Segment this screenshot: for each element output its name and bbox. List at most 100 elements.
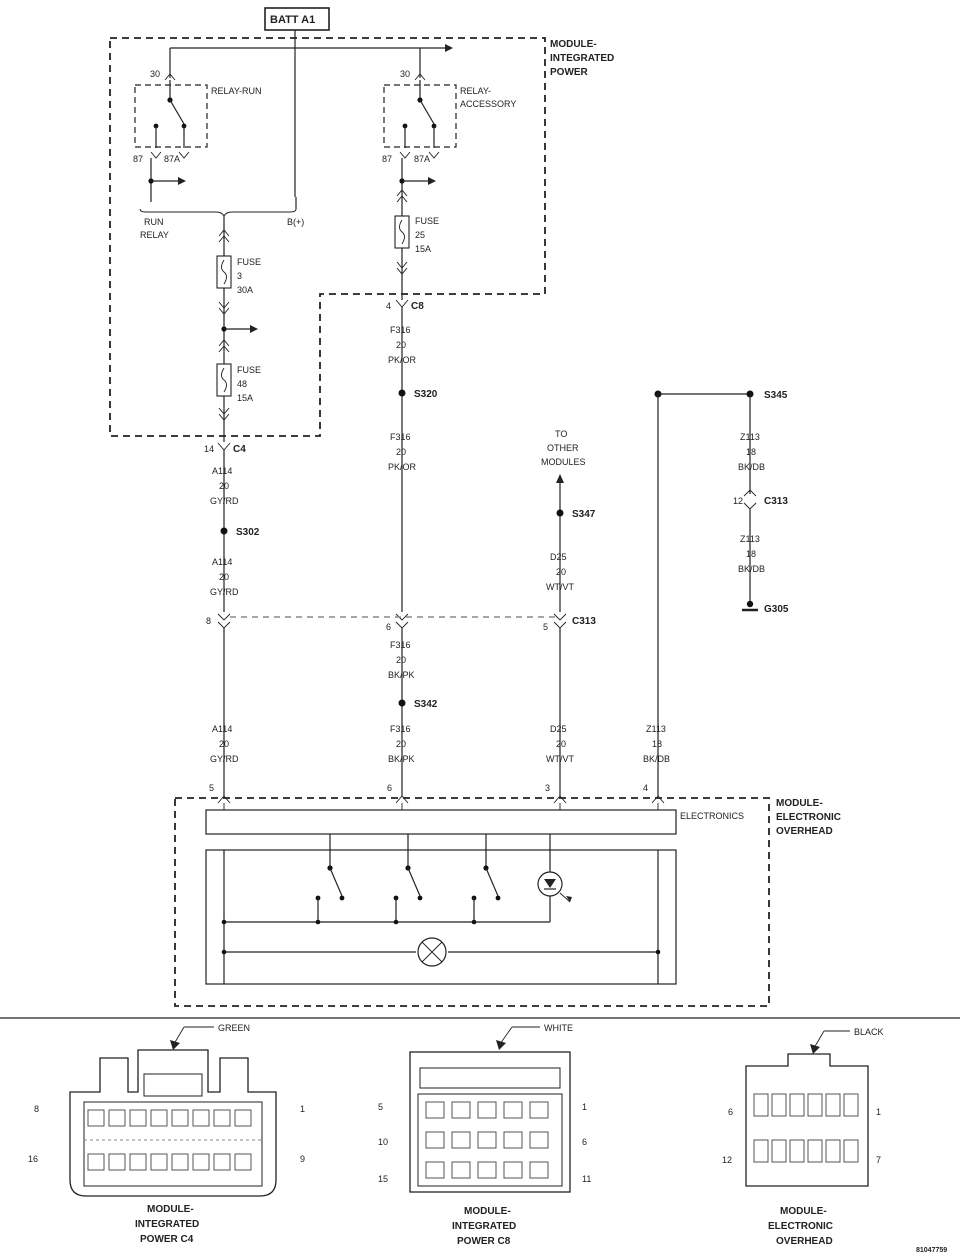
f316-lower-l3: BK/PK (388, 670, 415, 680)
connector-view-c4: GREEN 8 16 1 9 MODULE- INTEGRATED POWER … (28, 1023, 305, 1245)
c4-caption-3: POWER C4 (140, 1234, 194, 1245)
c4-pin-left-top: 8 (34, 1104, 39, 1114)
c8-pin-left-3: 15 (378, 1174, 388, 1184)
relay-acc-pin-87: 87 (382, 154, 392, 164)
c4-pin-right-top: 1 (300, 1104, 305, 1114)
f316-circuit: 4 C8 F316 20 PK/OR S320 F316 20 PK/OR F3… (386, 299, 438, 796)
relay-run-pin-30: 30 (150, 69, 160, 79)
bw-a114-pin: 5 (209, 783, 214, 793)
a114-mid-l3: GY/RD (210, 587, 239, 597)
to-other-l2: OTHER (547, 443, 579, 453)
c313r-pin: 12 (733, 496, 743, 506)
f316-mid-l2: 20 (396, 447, 406, 457)
figure-id: 81047759 (916, 1247, 947, 1254)
splice-s347: S347 (572, 509, 596, 520)
c313r-name: C313 (764, 496, 788, 507)
c313-pin-d25: 5 (543, 622, 548, 632)
battery-feed: BATT A1 (169, 7, 453, 197)
c8-pin-right-3: 11 (582, 1174, 591, 1184)
z113-upper-l1: Z113 (740, 432, 760, 442)
bw-d25-pin: 3 (545, 783, 550, 793)
c8-pin-right-2: 6 (582, 1137, 587, 1147)
meo-label-3: OVERHEAD (776, 826, 833, 837)
relay-acc-pin-87a: 87A (414, 154, 430, 164)
fuse-chain-left: FUSE 3 30A FUSE 48 15A (216, 216, 261, 442)
overhead-caption-3: OVERHEAD (776, 1236, 833, 1247)
module-integrated-power: MODULE- INTEGRATED POWER (109, 37, 614, 437)
f316-mid-l1: F316 (390, 432, 411, 442)
splice-s345: S345 (764, 390, 788, 401)
overhead-pin-left-top: 6 (728, 1107, 733, 1117)
bw-f316-pin: 6 (387, 783, 392, 793)
mip-label-2: INTEGRATED (550, 53, 614, 64)
to-other-l1: TO (555, 429, 567, 439)
mip-label-1: MODULE- (550, 39, 597, 50)
splice-s320: S320 (414, 389, 438, 400)
bw-f316-l2: 20 (396, 739, 406, 749)
z113-mid-l3: BK/DB (738, 564, 765, 574)
c8-pin: 4 (386, 301, 391, 311)
fuse-48-l1: FUSE (237, 365, 261, 375)
overhead-pin-left-bottom: 12 (722, 1155, 732, 1165)
overhead-caption-1: MODULE- (780, 1206, 827, 1217)
splice-s302: S302 (236, 527, 260, 538)
run-relay-label-2: RELAY (140, 230, 169, 240)
overhead-color-label: BLACK (854, 1027, 884, 1037)
bw-f316-l3: BK/PK (388, 754, 415, 764)
connector-view-overhead: BLACK 6 12 1 7 MODULE- ELECTRONIC OVERHE… (722, 1027, 884, 1247)
bw-z113-l3: BK/DB (643, 754, 670, 764)
a114-upper-l3: GY/RD (210, 496, 239, 506)
meo-label-1: MODULE- (776, 798, 823, 809)
meo-label-2: ELECTRONIC (776, 812, 841, 823)
a114-circuit: 14 C4 A114 20 GY/RD S302 A114 20 GY/RD (204, 442, 260, 796)
fuse-48-l3: 15A (237, 393, 253, 403)
splice-s320-dot (398, 389, 406, 397)
c4-caption-2: INTEGRATED (135, 1219, 199, 1230)
c4-name: C4 (233, 444, 246, 455)
fuse-48-l2: 48 (237, 379, 247, 389)
bw-d25-l3: WT/VT (546, 754, 574, 764)
connector-c313: 8 6 5 C313 (206, 616, 596, 632)
fuse-25-l1: FUSE (415, 216, 439, 226)
c4-pin-grid (84, 1109, 262, 1171)
f316-lower-l1: F316 (390, 640, 411, 650)
bottom-wire-labels: A114 20 GY/RD F316 20 BK/PK D25 20 WT/VT… (209, 724, 670, 804)
fuse-25-l3: 15A (415, 244, 431, 254)
c313-pin-f316: 6 (386, 622, 391, 632)
overhead-pin-grid (753, 1093, 859, 1163)
bw-z113-pin: 4 (643, 783, 648, 793)
relay-run-pin-87a: 87A (164, 154, 180, 164)
z113-upper-l2: 18 (746, 447, 756, 457)
c8-caption-3: POWER C8 (457, 1236, 511, 1247)
connector-view-c8: WHITE 5 10 15 1 6 11 MODULE- INTEGRATED … (378, 1023, 591, 1247)
c313-name: C313 (572, 616, 596, 627)
c4-color-label: GREEN (218, 1023, 250, 1033)
c4-pin-left-bottom: 16 (28, 1154, 38, 1164)
a114-upper-l1: A114 (212, 466, 232, 476)
d25-mid-l3: WT/VT (546, 582, 574, 592)
f316-upper-l1: F316 (390, 325, 411, 335)
bw-d25-l2: 20 (556, 739, 566, 749)
splice-s342-dot (398, 699, 406, 707)
z113-mid-l1: Z113 (740, 534, 760, 544)
relay-accessory: 30 RELAY- ACCESSORY 87 87A FUSE 25 15A (382, 69, 516, 300)
bw-a114-l3: GY/RD (210, 754, 239, 764)
fuse-25-l2: 25 (415, 230, 425, 240)
a114-mid-l1: A114 (212, 557, 232, 567)
bw-z113-l1: Z113 (646, 724, 666, 734)
d25-mid-l1: D25 (550, 552, 567, 562)
bw-f316-l1: F316 (390, 724, 411, 734)
module-electronic-overhead: MODULE- ELECTRONIC OVERHEAD ELECTRONICS (174, 797, 841, 1007)
relay-run-label: RELAY-RUN (211, 86, 262, 96)
z113-mid-l2: 18 (746, 549, 756, 559)
c8-caption-1: MODULE- (464, 1206, 511, 1217)
c4-pin-right-bottom: 9 (300, 1154, 305, 1164)
c4-caption-1: MODULE- (147, 1204, 194, 1215)
ground-g305: G305 (764, 604, 789, 615)
f316-upper-l3: PK/OR (388, 355, 417, 365)
b-plus-label: B(+) (287, 217, 304, 227)
relay-acc-label-1: RELAY- (460, 86, 491, 96)
c4-pin: 14 (204, 444, 214, 454)
fuse-3-l2: 3 (237, 271, 242, 281)
